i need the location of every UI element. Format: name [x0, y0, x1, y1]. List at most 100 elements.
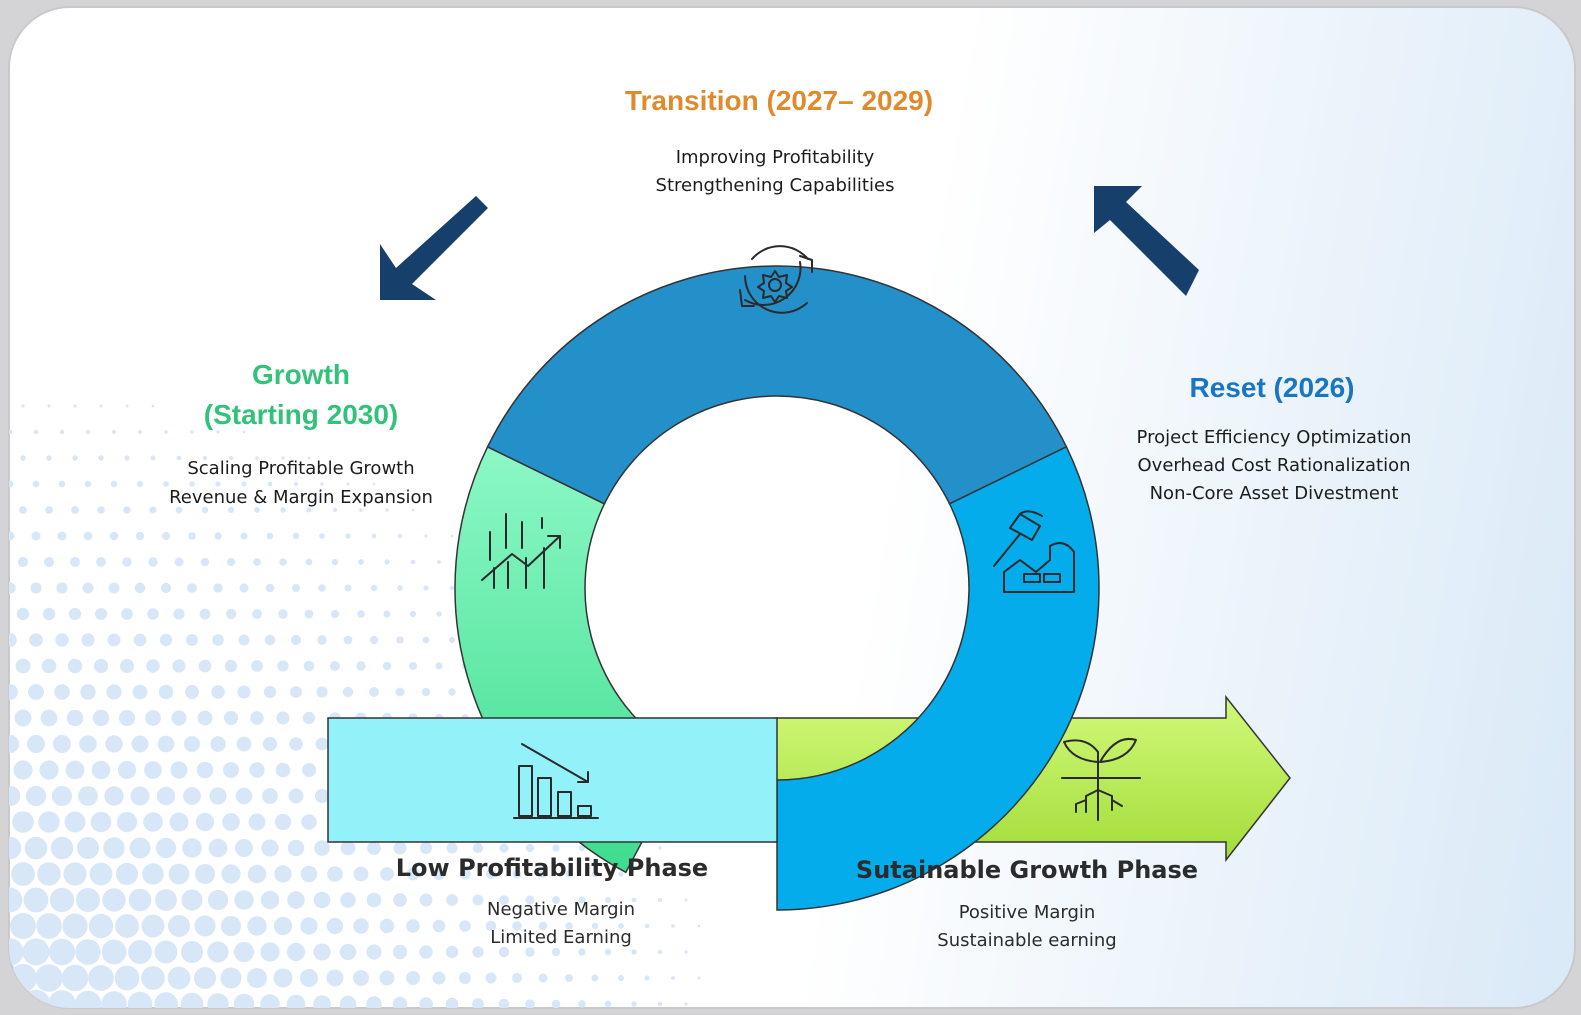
low-phase-title: Low Profitability Phase	[395, 854, 709, 882]
halftone-dot	[538, 921, 548, 931]
halftone-dot	[358, 559, 364, 565]
halftone-dot	[242, 430, 246, 434]
growth-line-1: Scaling Profitable Growth	[187, 458, 415, 479]
halftone-dot	[142, 863, 164, 885]
halftone-dot	[46, 455, 52, 461]
halftone-dot	[49, 887, 75, 913]
halftone-dot	[50, 836, 74, 860]
halftone-dot	[135, 531, 145, 541]
halftone-dot	[37, 862, 61, 886]
halftone-dot	[124, 455, 130, 461]
halftone-dot	[9, 429, 13, 435]
halftone-dot	[671, 924, 675, 928]
halftone-dot	[103, 837, 125, 859]
halftone-dot	[657, 949, 663, 955]
halftone-dot	[9, 684, 18, 700]
halftone-dot	[267, 481, 273, 487]
halftone-dot	[379, 970, 395, 986]
halftone-dot	[220, 967, 242, 989]
halftone-dot	[208, 838, 228, 858]
halftone-dot	[420, 842, 432, 854]
axe-factory-icon	[993, 510, 1075, 593]
reset-segment	[776, 445, 1100, 911]
reset-line-2: Overhead Cost Rationalization	[1137, 455, 1411, 476]
reset-line-1: Project Efficiency Optimization	[1136, 427, 1412, 448]
halftone-dot	[419, 893, 433, 907]
halftone-dot	[82, 582, 94, 594]
halftone-dot	[168, 915, 190, 937]
halftone-dot	[90, 811, 112, 833]
arrow-up-left-icon	[1094, 186, 1199, 296]
halftone-dot	[143, 812, 163, 832]
halftone-dot	[370, 584, 378, 592]
halftone-dot	[302, 763, 316, 777]
halftone-dot	[73, 404, 77, 408]
halftone-dot	[63, 862, 87, 886]
halftone-dot	[618, 975, 624, 981]
chart-trend-up-icon	[481, 513, 561, 589]
halftone-dot	[99, 404, 103, 408]
halftone-dot	[59, 429, 65, 435]
halftone-dot	[631, 897, 637, 903]
halftone-dot	[127, 991, 153, 1008]
halftone-dot	[657, 1001, 663, 1007]
halftone-dot	[10, 913, 36, 939]
halftone-dot	[591, 922, 599, 930]
halftone-dot	[459, 920, 471, 932]
halftone-dot	[247, 968, 267, 988]
halftone-dot	[197, 710, 213, 726]
halftone-dot	[290, 686, 302, 698]
halftone-dot	[449, 637, 455, 643]
transition-line-2: Strengthening Capabilities	[655, 175, 895, 196]
halftone-dot	[280, 507, 286, 513]
halftone-dot	[525, 895, 535, 905]
halftone-dot	[83, 531, 93, 541]
halftone-dot	[125, 404, 129, 408]
halftone-dot	[254, 507, 260, 513]
halftone-dot	[42, 607, 56, 621]
halftone-dot	[64, 811, 86, 833]
halftone-dot	[188, 532, 196, 540]
halftone-dot	[55, 633, 69, 647]
halftone-dot	[195, 812, 215, 832]
halftone-dot	[27, 735, 45, 753]
halftone-dot	[76, 888, 100, 912]
halftone-dot	[9, 887, 23, 913]
halftone-dot	[498, 998, 510, 1008]
halftone-dot	[9, 938, 24, 966]
halftone-dot	[93, 658, 109, 674]
halftone-dot	[70, 557, 80, 567]
halftone-dot	[369, 687, 379, 697]
halftone-dot	[29, 633, 43, 647]
halftone-dot	[406, 867, 420, 881]
halftone-dot	[115, 862, 139, 886]
halftone-dot	[92, 709, 110, 727]
halftone-dot	[117, 760, 137, 780]
halftone-dot	[62, 913, 88, 939]
halftone-dot	[618, 871, 624, 877]
halftone-dot	[250, 711, 264, 725]
halftone-dot	[344, 584, 352, 592]
halftone-dot	[229, 456, 233, 460]
halftone-dot	[436, 611, 442, 617]
halftone-dot	[366, 996, 382, 1008]
halftone-dot	[200, 557, 210, 567]
halftone-dot	[207, 889, 229, 911]
halftone-dot	[118, 709, 136, 727]
halftone-dot	[252, 609, 262, 619]
halftone-dot	[306, 507, 312, 513]
halftone-dot	[273, 916, 293, 936]
halftone-dot	[207, 941, 229, 963]
halftone-dot	[95, 608, 107, 620]
halftone-dot	[247, 916, 267, 936]
sustainable-phase-title: Sutainable Growth Phase	[855, 856, 1199, 884]
halftone-dot	[56, 582, 68, 594]
halftone-dot	[345, 533, 351, 539]
halftone-dot	[353, 918, 369, 934]
halftone-dot	[538, 973, 548, 983]
halftone-dot	[525, 999, 535, 1008]
halftone-dot	[61, 964, 89, 992]
halftone-dot	[525, 947, 535, 957]
halftone-dot	[223, 762, 239, 778]
halftone-dot	[314, 788, 330, 804]
